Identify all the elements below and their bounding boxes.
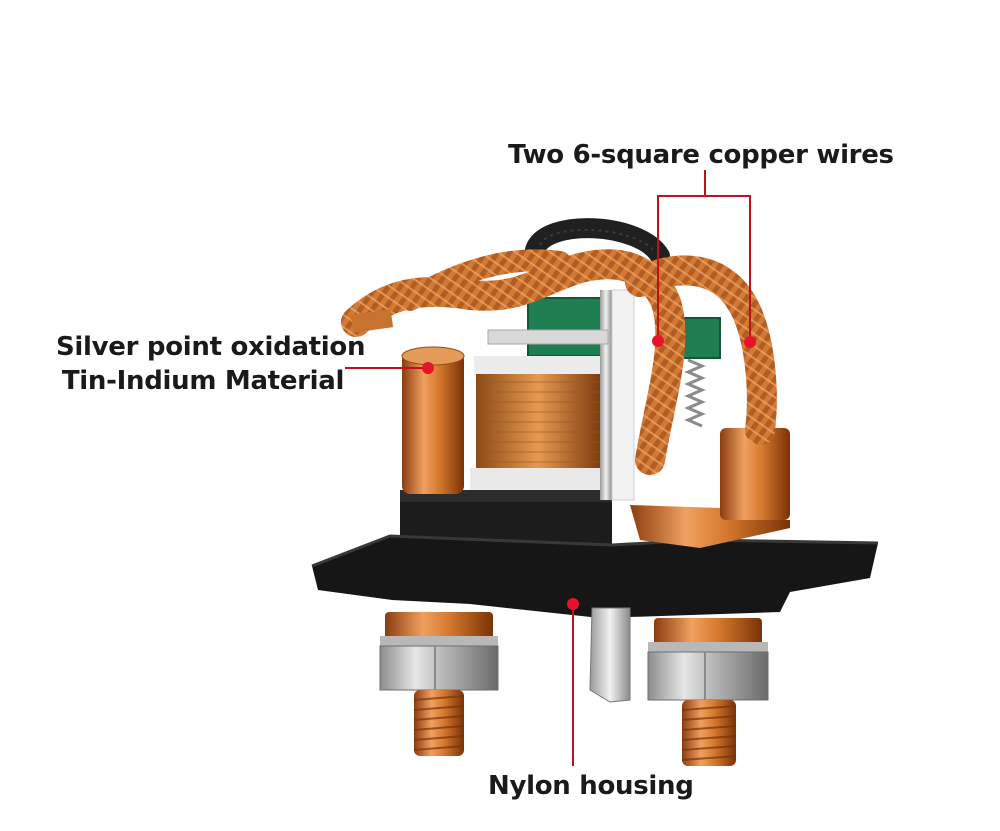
marker-dot (652, 335, 664, 347)
hex-nut (647, 651, 769, 701)
contact-pillar (402, 352, 464, 494)
leader-lines (345, 170, 751, 766)
pcb (527, 297, 607, 357)
marker-dot (744, 336, 756, 348)
mounting-plate (312, 536, 878, 618)
braided-wire (625, 255, 777, 445)
tin-indium-label: Tin-Indium Material (61, 366, 345, 396)
marker-dot (422, 362, 434, 374)
marker-dot (567, 598, 579, 610)
hex-nut (379, 645, 499, 691)
silver-point-label: Silver point oxidation (56, 332, 366, 362)
blade-terminal (589, 607, 631, 703)
copper-bracket (630, 478, 790, 548)
nylon-housing-label: Nylon housing (488, 771, 694, 801)
steel-frame (600, 290, 612, 500)
copper-wires-label: Two 6-square copper wires (508, 140, 894, 170)
spring (525, 218, 670, 266)
